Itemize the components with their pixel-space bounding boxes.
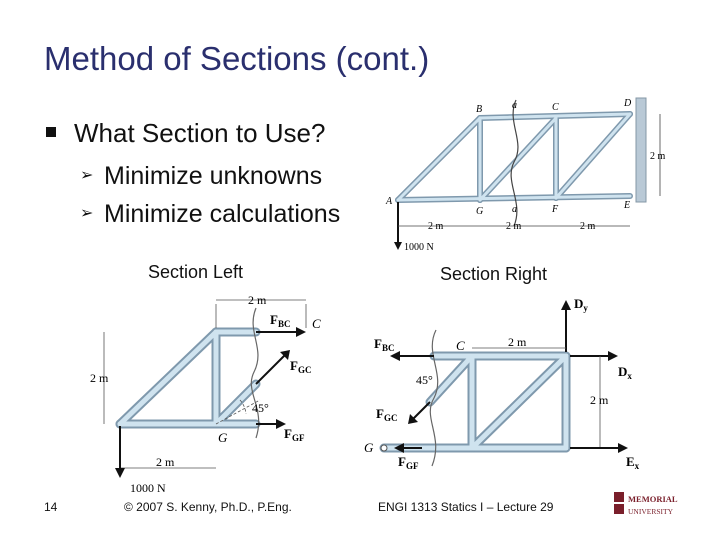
joint-label-c: C [456, 338, 465, 353]
dimension-label: 2 m [156, 455, 175, 469]
joint-label-c: C [312, 316, 321, 331]
truss-figure-top: B a C D A G a F E 2 m 2 m 2 m 2 m 1000 N [385, 97, 666, 253]
load-label: 1000 N [130, 481, 166, 495]
section-cut-line [510, 99, 519, 227]
sub-bullet-1: ➢ Minimize unknowns [80, 162, 322, 191]
section-cut-line [250, 307, 260, 439]
force-label-gf: FGF [284, 426, 305, 443]
page-number: 14 [44, 500, 58, 514]
angle-label: 45° [252, 401, 269, 415]
wall-support [635, 97, 647, 203]
dimension-label: 2 m [580, 221, 596, 232]
sub-bullet-text: Minimize unknowns [104, 162, 323, 190]
force-arrow-gc [411, 401, 431, 421]
memorial-university-logo: MEMORIAL UNIVERSITY [614, 492, 678, 516]
joint-label-f: F [551, 204, 559, 215]
joint-label-d: D [623, 98, 632, 109]
svg-text:UNIVERSITY: UNIVERSITY [628, 507, 674, 516]
dimension-label: 2 m [650, 151, 666, 162]
slide-title: Method of Sections (cont.) [44, 40, 430, 77]
section-label-a-top: a [512, 100, 517, 111]
force-label-gc: FGC [290, 358, 311, 375]
dimension-label: 2 m [590, 393, 609, 407]
main-bullet-text: What Section to Use? [74, 118, 326, 148]
force-label-bc: FBC [374, 336, 394, 353]
force-label-bc: FBC [270, 312, 290, 329]
truss-members [115, 327, 261, 429]
force-arrow-gc [255, 353, 287, 385]
reaction-label-ex: Ex [626, 454, 640, 471]
joint-label-g: G [364, 440, 374, 455]
sub-bullet-text: Minimize calculations [104, 200, 341, 228]
load-label: 1000 N [404, 242, 434, 253]
dimension-label: 2 m [508, 335, 527, 349]
dimension-label: 2 m [506, 221, 522, 232]
joint-label-c: C [552, 102, 559, 113]
square-bullet-icon [46, 127, 56, 138]
joint-label-a: A [385, 196, 393, 207]
section-left-diagram: 2 m 2 m 2 m FBC C FGC 45° G FGF 1000 N [90, 293, 321, 495]
reaction-label-dy: Dy [574, 296, 588, 313]
section-label-a-bottom: a [512, 204, 517, 215]
angle-label: 45° [416, 373, 433, 387]
dimension-label: 2 m [428, 221, 444, 232]
section-right-caption: Section Right [440, 264, 548, 284]
truss-members [395, 111, 633, 203]
dimension-label: 2 m [248, 293, 267, 307]
truss-members [379, 351, 571, 453]
reaction-label-dx: Dx [618, 364, 632, 381]
force-label-gf: FGF [398, 454, 419, 471]
footer-course: ENGI 1313 Statics I – Lecture 29 [378, 500, 554, 514]
dimension-label: 2 m [90, 371, 109, 385]
section-left-caption: Section Left [148, 262, 244, 282]
section-cut-line [429, 329, 439, 467]
joint-label-g: G [218, 430, 228, 445]
arrow-bullet-icon: ➢ [80, 205, 94, 223]
footer-copyright: © 2007 S. Kenny, Ph.D., P.Eng. [124, 500, 292, 514]
main-bullet: What Section to Use? [46, 118, 325, 149]
arrow-bullet-icon: ➢ [80, 167, 94, 185]
joint-label-b: B [476, 104, 482, 115]
sub-bullet-2: ➢ Minimize calculations [80, 200, 340, 229]
force-label-gc: FGC [376, 406, 397, 423]
svg-text:MEMORIAL: MEMORIAL [628, 494, 678, 504]
joint-label-g: G [476, 206, 483, 217]
section-right-diagram: Dy FBC C 2 m Dx 45° FGC 2 m G FGF Ex [364, 296, 640, 471]
joint-label-e: E [623, 200, 630, 211]
